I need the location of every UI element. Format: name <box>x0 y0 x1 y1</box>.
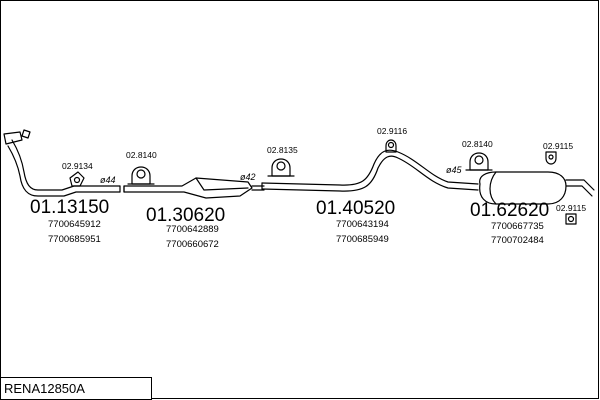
oe-reference: 7700685949 <box>336 234 389 245</box>
diameter-label: ø44 <box>100 175 116 185</box>
hanger-02-9116 <box>385 139 397 153</box>
hanger-02-9115-bottom <box>565 213 577 225</box>
oe-reference: 7700660672 <box>166 239 219 250</box>
oe-reference: 7700642889 <box>166 224 219 235</box>
part-number: 01.62620 <box>470 200 549 221</box>
part-number: 01.40520 <box>316 198 395 219</box>
diagram-code: RENA12850A <box>4 381 85 396</box>
hanger-02-9115-top <box>545 151 557 165</box>
hanger-02-9134 <box>69 171 85 187</box>
accessory-number: 02.8140 <box>462 139 493 149</box>
clamp-02-8140-rear <box>465 152 493 171</box>
middle-pipe <box>261 149 479 192</box>
oe-reference: 7700702484 <box>491 235 544 246</box>
oe-reference: 7700667735 <box>491 221 544 232</box>
accessory-number: 02.8140 <box>126 150 157 160</box>
rear-silencer <box>479 171 595 205</box>
center-silencer <box>123 177 265 199</box>
front-pipe <box>3 129 121 197</box>
accessory-number: 02.9134 <box>62 161 93 171</box>
oe-reference: 7700685951 <box>48 234 101 245</box>
diagram-code-box: RENA12850A <box>0 377 152 400</box>
diameter-label: ø42 <box>240 172 256 182</box>
clamp-02-8140-front <box>127 166 155 185</box>
accessory-number: 02.9116 <box>377 126 407 136</box>
accessory-number: 02.9115 <box>556 203 586 213</box>
clamp-02-8135 <box>267 158 295 177</box>
oe-reference: 7700645912 <box>48 219 101 230</box>
accessory-number: 02.9115 <box>543 141 573 151</box>
accessory-number: 02.8135 <box>267 145 298 155</box>
part-number: 01.13150 <box>30 197 109 218</box>
oe-reference: 7700643194 <box>336 219 389 230</box>
diameter-label: ø45 <box>446 165 463 175</box>
part-number: 01.30620 <box>146 205 225 226</box>
